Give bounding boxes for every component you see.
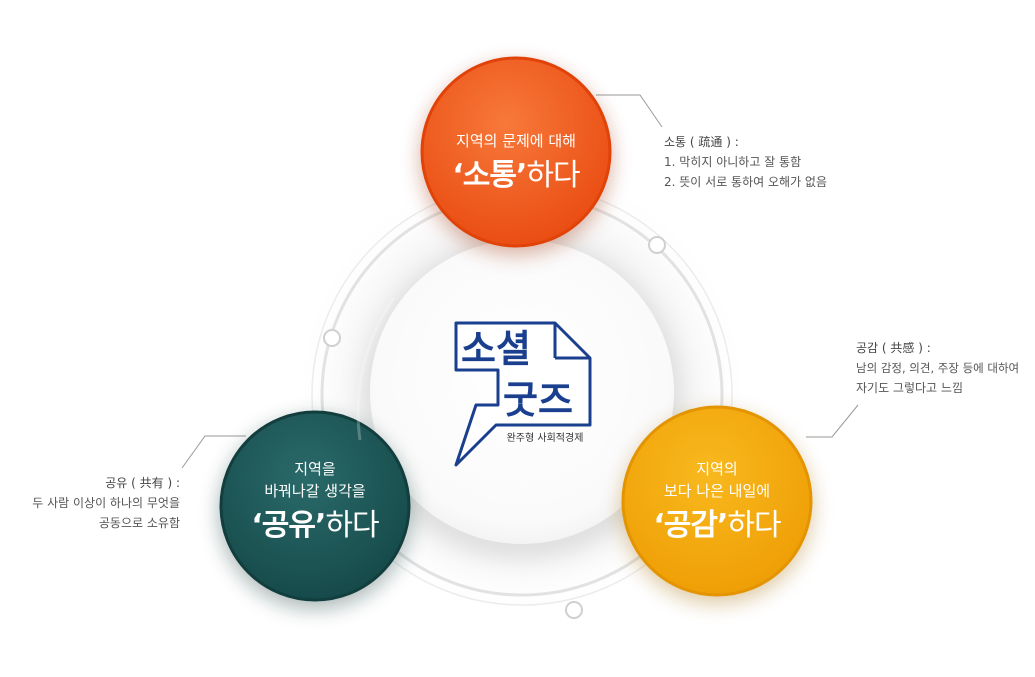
note-communicate-head: 소통 ( 疏通 ) : bbox=[664, 135, 739, 149]
note-communicate-line1: 1. 막히지 아니하고 잘 통함 bbox=[664, 155, 802, 169]
ring-dot-bottom bbox=[565, 601, 583, 619]
ring-dot-left bbox=[323, 329, 341, 347]
logo-line1: 소셜 bbox=[461, 327, 531, 371]
share-headline: ‘공유’하다 bbox=[225, 506, 405, 546]
connector-empathize bbox=[806, 404, 859, 438]
empathize-headline: ‘공감’하다 bbox=[627, 506, 807, 546]
share-line1: 지역을 bbox=[294, 460, 336, 478]
communicate-text: 지역의 문제에 대해 ‘소통’하다 bbox=[426, 130, 606, 196]
communicate-headline: ‘소통’하다 bbox=[426, 156, 606, 196]
note-communicate: 소통 ( 疏通 ) : 1. 막히지 아니하고 잘 통함 2. 뜻이 서로 통하… bbox=[664, 132, 864, 192]
note-empathize-line2: 자기도 그렇다고 느낌 bbox=[856, 381, 963, 395]
empathize-circle bbox=[621, 405, 813, 597]
empathize-line1: 지역의 bbox=[696, 460, 738, 478]
empathize-keyword: ‘공감’ bbox=[653, 508, 728, 543]
note-empathize: 공감 ( 共感 ) : 남의 감정, 의견, 주장 등에 대하여 자기도 그렇다… bbox=[856, 338, 1034, 398]
note-empathize-head: 공감 ( 共感 ) : bbox=[856, 341, 931, 355]
empathize-line2: 보다 나은 내일에 bbox=[663, 482, 771, 500]
note-share-head: 공유 ( 共有 ) : bbox=[105, 476, 180, 490]
note-share-line2: 공동으로 소유함 bbox=[98, 516, 180, 530]
note-communicate-line2: 2. 뜻이 서로 통하여 오해가 없음 bbox=[664, 175, 828, 189]
share-line2: 바꿔나갈 생각을 bbox=[264, 482, 366, 500]
communicate-line1: 지역의 문제에 대해 bbox=[456, 132, 576, 150]
empathize-suffix: 하다 bbox=[727, 508, 781, 543]
communicate-circle bbox=[420, 56, 612, 248]
connector-share bbox=[181, 435, 246, 469]
logo-subtitle: 완주형 사회적경제 bbox=[507, 431, 584, 444]
ring-overlay-share bbox=[356, 297, 396, 441]
social-goods-logo: 소셜 굿즈 완주형 사회적경제 bbox=[454, 321, 592, 467]
note-share: 공유 ( 共有 ) : 두 사람 이상이 하나의 무엇을 공동으로 소유함 bbox=[0, 473, 180, 533]
communicate-suffix: 하다 bbox=[526, 158, 580, 193]
note-share-line1: 두 사람 이상이 하나의 무엇을 bbox=[32, 496, 180, 510]
share-suffix: 하다 bbox=[325, 508, 379, 543]
logo-line2: 굿즈 bbox=[503, 378, 573, 422]
ring-dot-upper-right bbox=[648, 236, 666, 254]
communicate-keyword: ‘소통’ bbox=[452, 158, 527, 193]
share-text: 지역을 바꿔나갈 생각을 ‘공유’하다 bbox=[225, 458, 405, 546]
note-empathize-line1: 남의 감정, 의견, 주장 등에 대하여 bbox=[856, 361, 1020, 375]
connector-communicate bbox=[596, 94, 663, 128]
empathize-text: 지역의 보다 나은 내일에 ‘공감’하다 bbox=[627, 458, 807, 546]
share-circle bbox=[219, 410, 411, 602]
share-keyword: ‘공유’ bbox=[251, 508, 326, 543]
